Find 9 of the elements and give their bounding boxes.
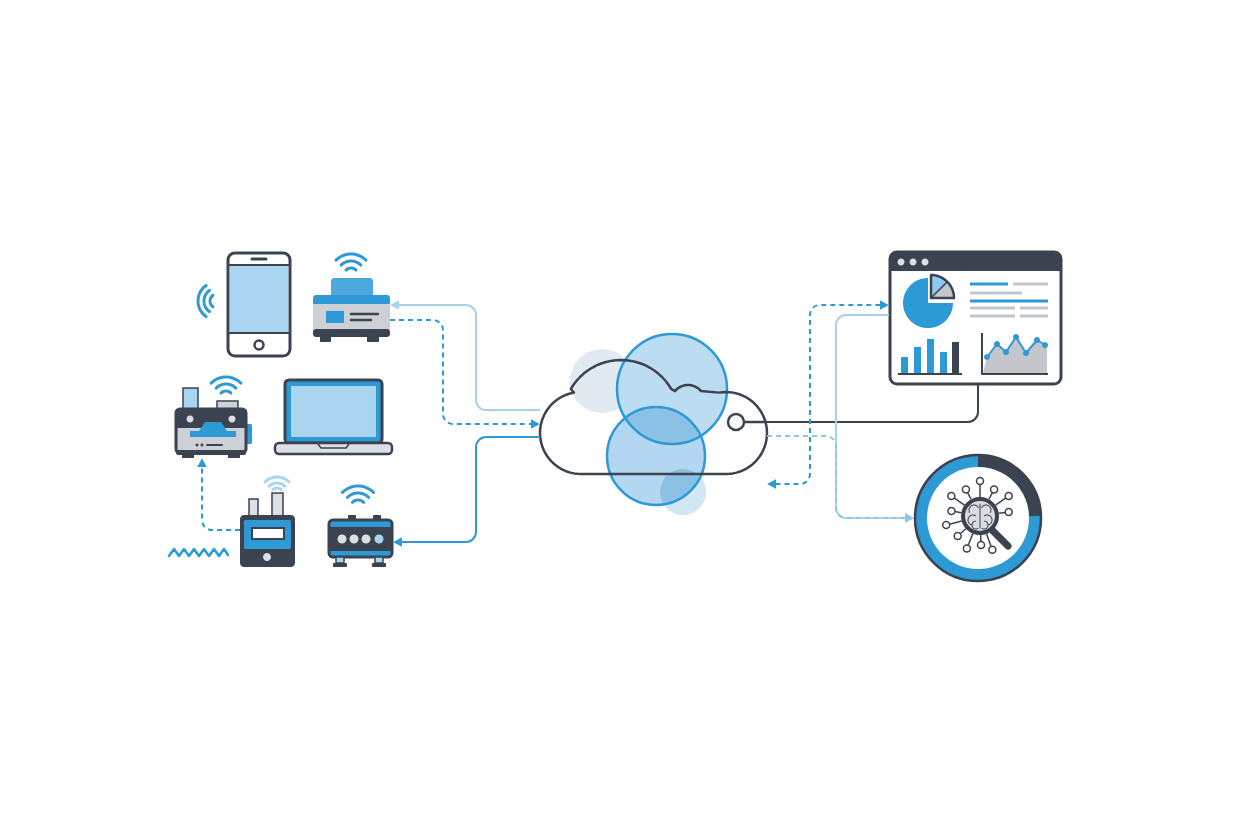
laptop — [273, 378, 394, 456]
machine — [174, 387, 252, 458]
router — [327, 515, 394, 567]
cloud — [538, 332, 769, 515]
smartphone — [226, 251, 292, 358]
meter-device — [240, 492, 295, 567]
brain-scan-gauge — [913, 453, 1043, 583]
connector-line — [766, 383, 979, 423]
printer — [313, 278, 390, 342]
